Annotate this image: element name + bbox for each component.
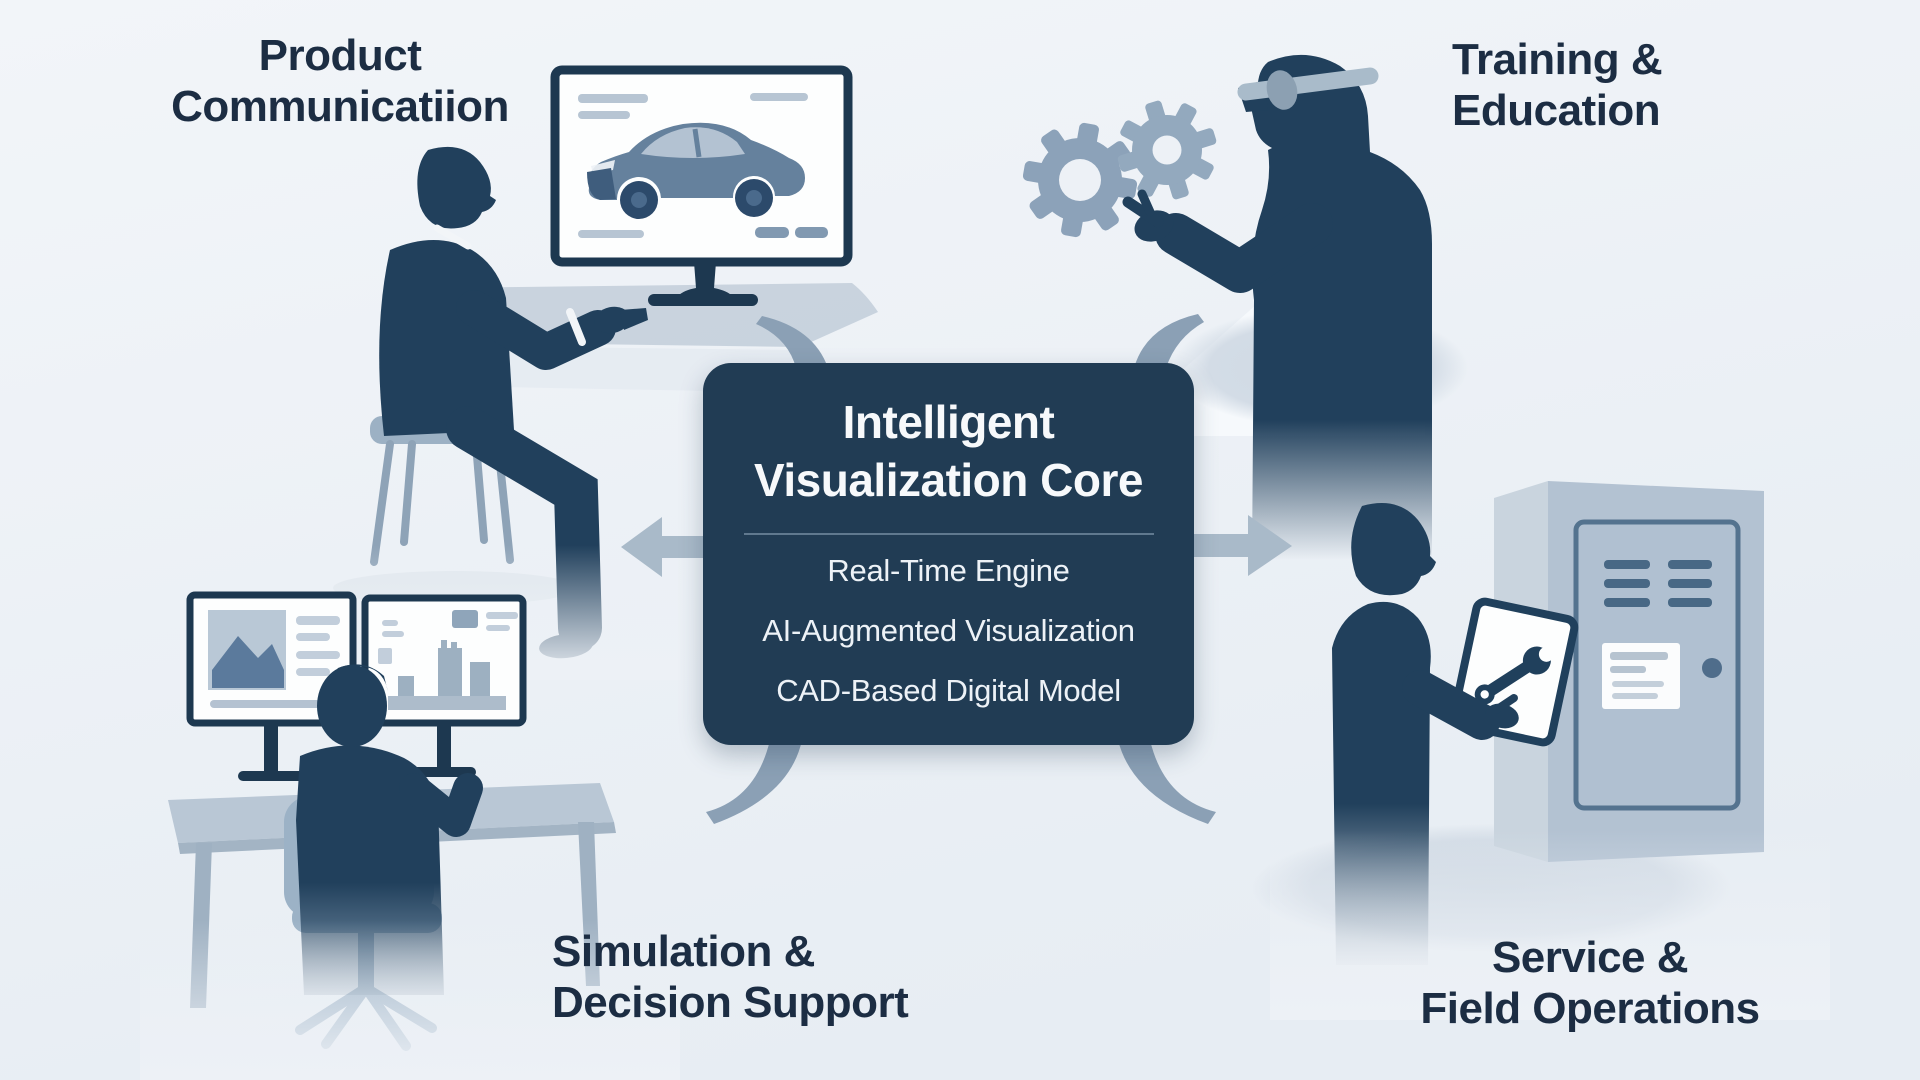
label-simulation-decision: Simulation & Decision Support	[552, 926, 909, 1028]
label-card	[1602, 643, 1680, 709]
image-chart-icon	[208, 610, 286, 690]
label-line: Communicatiion	[171, 82, 509, 131]
label-line: Product	[258, 31, 422, 80]
core-title-line: Visualization Core	[754, 454, 1143, 506]
screen-ui-lines	[578, 93, 808, 238]
hook-bottom-right-icon	[1118, 740, 1216, 824]
label-line: Simulation &	[552, 927, 815, 976]
core-item: Real-Time Engine	[827, 553, 1070, 588]
label-service-field: Service & Field Operations	[1390, 932, 1790, 1034]
vent-slats	[1604, 560, 1712, 607]
car-icon	[587, 122, 805, 219]
core-item: CAD-Based Digital Model	[776, 673, 1121, 708]
label-line: Service &	[1491, 933, 1689, 982]
label-product-communication: Product Communicatiion	[160, 30, 520, 132]
arrow-left-icon	[621, 517, 704, 577]
scene-service-field	[1252, 481, 1830, 1020]
label-line: Field Operations	[1420, 984, 1760, 1033]
hook-top-right-icon	[1134, 314, 1204, 368]
bar-chart-icon	[388, 640, 506, 710]
server-cabinet-icon	[1494, 481, 1764, 862]
core-box: Intelligent Visualization Core Real-Time…	[703, 363, 1194, 745]
dual-monitor-icon	[186, 591, 527, 781]
core-title-line: Intelligent	[842, 396, 1055, 448]
headset-band	[1237, 67, 1379, 101]
connectors	[621, 314, 1292, 824]
label-line: Decision Support	[552, 978, 909, 1027]
headset-knob	[1266, 70, 1298, 110]
scene-simulation-decision	[140, 591, 680, 1080]
person-vr-headset-icon	[1122, 54, 1432, 561]
label-training-education: Training & Education	[1452, 34, 1663, 136]
label-line: Education	[1452, 86, 1661, 135]
wrench-icon	[1474, 646, 1554, 705]
core-divider	[743, 533, 1154, 535]
label-line: Training &	[1452, 35, 1663, 84]
monitor-icon	[550, 65, 853, 306]
core-title: Intelligent Visualization Core	[703, 393, 1194, 509]
hook-bottom-left-icon	[706, 740, 802, 824]
arrow-right-icon	[1193, 515, 1292, 576]
cuff-detail	[566, 308, 586, 346]
hook-top-left-icon	[756, 316, 828, 368]
collar-detail	[433, 224, 472, 250]
core-item: AI-Augmented Visualization	[762, 613, 1135, 648]
gear-icon	[1022, 122, 1138, 238]
door-knob	[1702, 658, 1722, 678]
person-seated-icon	[379, 146, 648, 659]
